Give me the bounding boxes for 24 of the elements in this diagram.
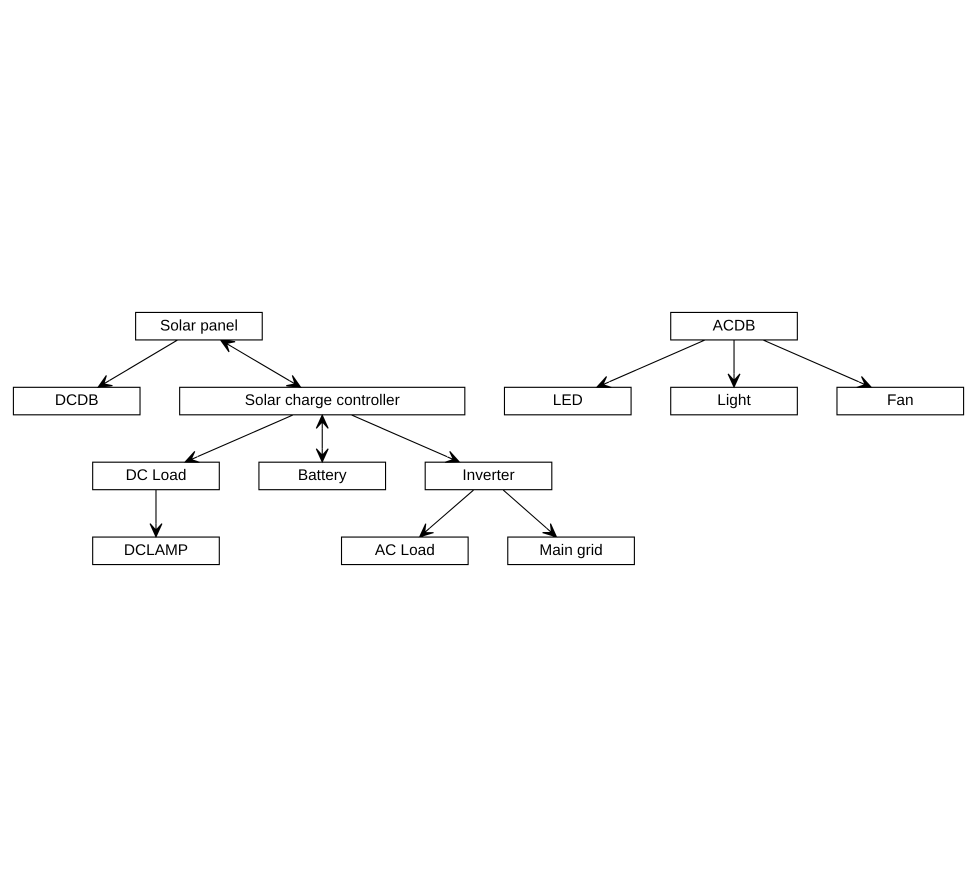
arrow xyxy=(350,414,460,462)
arrow xyxy=(148,490,162,537)
arrow xyxy=(220,339,301,388)
node-box: Battery xyxy=(258,461,386,490)
node-box: Main grid xyxy=(506,536,634,565)
node-box: LED xyxy=(503,386,632,415)
node-box: Inverter xyxy=(424,461,552,490)
arrow xyxy=(184,414,293,462)
arrow xyxy=(418,489,474,537)
node-box: DCDB xyxy=(12,386,140,415)
node-box: Solar panel xyxy=(134,311,262,340)
arrow xyxy=(315,414,328,462)
node-box: Fan xyxy=(836,386,964,415)
node-box: AC Load xyxy=(340,536,468,565)
arrow xyxy=(502,489,556,537)
arrow xyxy=(762,339,872,388)
node-box: DC Load xyxy=(92,461,220,490)
node-box: DCLAMP xyxy=(92,536,220,565)
arrow xyxy=(596,339,704,388)
node-box: Solar charge controller xyxy=(178,386,465,415)
arrow xyxy=(97,339,178,388)
arrow xyxy=(727,340,740,388)
node-box: ACDB xyxy=(670,311,798,340)
node-box: Light xyxy=(670,386,798,415)
